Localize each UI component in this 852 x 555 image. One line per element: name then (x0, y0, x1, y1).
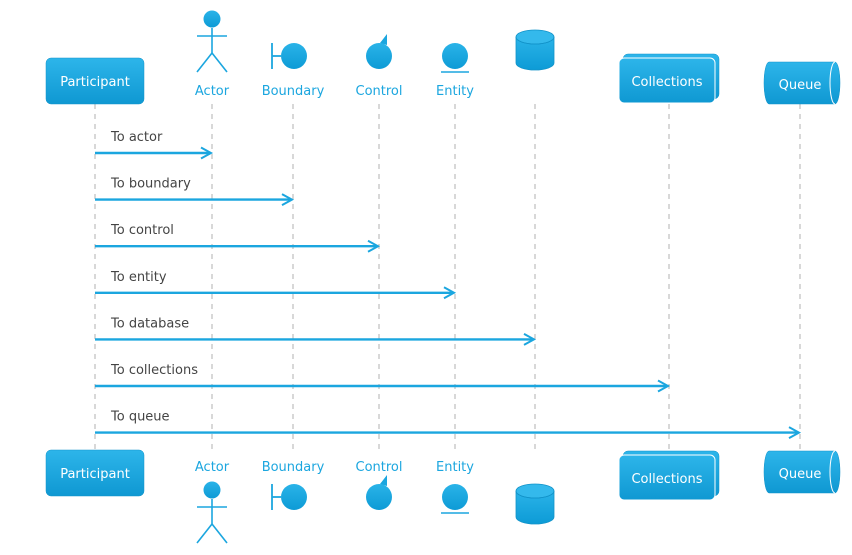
participant-box (45, 57, 145, 105)
control-icon (366, 34, 392, 69)
participant-entity-bottom: Entity (436, 460, 474, 514)
control-icon (366, 475, 392, 510)
message-control: To control (95, 223, 381, 253)
queue-label: Queue (779, 467, 822, 482)
message-label: To collections (110, 363, 198, 378)
collections-icon (618, 450, 720, 501)
lifelines (94, 104, 801, 450)
message-label: To control (110, 223, 174, 238)
participant-database-bottom (515, 483, 555, 525)
actor-label: Actor (195, 460, 230, 475)
boundary-label: Boundary (262, 84, 325, 99)
queue-icon (763, 61, 841, 105)
participant-control-bottom: Control (356, 460, 403, 510)
participant-box (45, 449, 145, 497)
participant-actor-bottom: Actor (195, 460, 230, 544)
participant-entity-top: Entity (436, 43, 474, 99)
queue-icon (763, 450, 841, 494)
participant-heads-bottom: Participant Actor Boundary Control EntityCol… (45, 449, 841, 544)
message-boundary: To boundary (95, 177, 295, 206)
collections-label: Collections (631, 472, 702, 487)
message-arrowhead (657, 379, 671, 393)
participant-queue-bottom: Queue (763, 450, 841, 494)
entity-label: Entity (436, 84, 474, 99)
participant-actor-top: Actor (195, 10, 230, 99)
message-database: To database (95, 316, 537, 346)
message-queue: To queue (95, 410, 802, 439)
actor-icon (196, 10, 228, 73)
message-collections: To collections (95, 363, 671, 393)
participant-database-top (515, 29, 555, 71)
message-label: To entity (110, 270, 167, 285)
message-arrowhead (281, 193, 295, 206)
database-icon (515, 483, 555, 525)
entity-label: Entity (436, 460, 474, 475)
actor-icon (196, 481, 228, 544)
message-arrowhead (200, 146, 214, 160)
boundary-icon (271, 43, 307, 69)
collections-icon (618, 53, 720, 104)
collections-label: Collections (631, 75, 702, 90)
entity-icon (441, 484, 469, 514)
participant-participant-top: Participant (45, 57, 145, 105)
participant-control-top: Control (356, 34, 403, 99)
actor-label: Actor (195, 84, 230, 99)
participant-queue-top: Queue (763, 61, 841, 105)
participant-collections-bottom: Collections (618, 450, 720, 501)
boundary-label: Boundary (262, 460, 325, 475)
queue-label: Queue (779, 78, 822, 93)
message-label: To actor (110, 130, 163, 145)
database-icon (515, 29, 555, 71)
message-arrowhead (523, 333, 537, 346)
control-label: Control (356, 84, 403, 99)
participant-label: Participant (60, 467, 130, 482)
message-entity: To entity (95, 270, 457, 300)
control-label: Control (356, 460, 403, 475)
message-arrowhead (788, 426, 802, 439)
message-actor: To actor (95, 130, 214, 160)
entity-icon (441, 43, 469, 73)
participant-boundary-bottom: Boundary (262, 460, 325, 510)
message-arrowhead (367, 239, 381, 253)
participant-participant-bottom: Participant (45, 449, 145, 497)
participant-boundary-top: Boundary (262, 43, 325, 99)
participant-collections-top: Collections (618, 53, 720, 104)
message-label: To boundary (110, 177, 191, 192)
message-arrowhead (443, 286, 457, 300)
message-label: To database (110, 316, 189, 331)
boundary-icon (271, 484, 307, 510)
messages: To actor To boundary To control To entityTo… (95, 130, 802, 439)
participant-label: Participant (60, 75, 130, 90)
message-label: To queue (110, 410, 170, 425)
